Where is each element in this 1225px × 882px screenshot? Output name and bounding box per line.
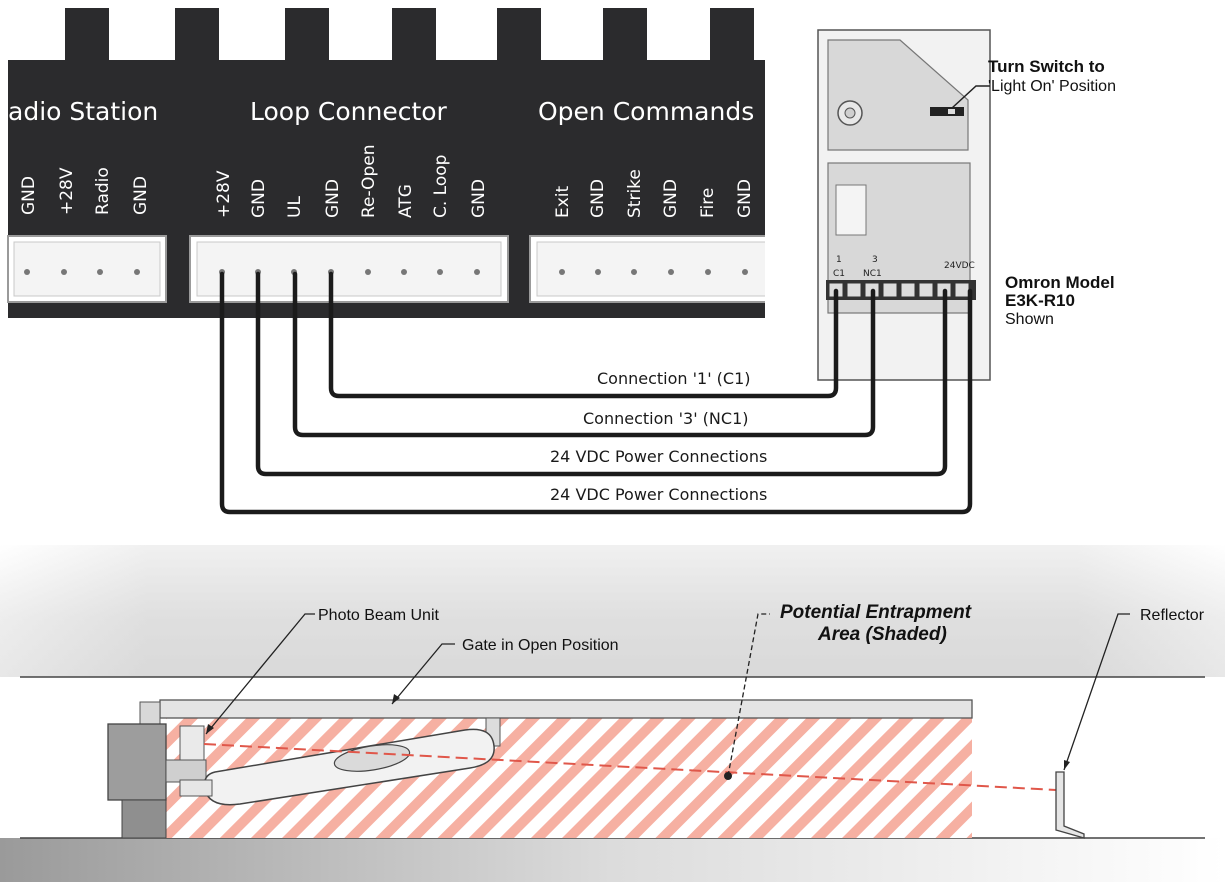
model-line1: Omron Model	[1005, 273, 1115, 292]
group-title-loop: Loop Connector	[250, 97, 448, 126]
pin-label: GND	[735, 179, 755, 218]
model-line3: Shown	[1005, 311, 1054, 328]
photo-beam	[203, 743, 1057, 791]
wire-power-1	[255, 271, 948, 477]
pin-label: GND	[588, 179, 608, 218]
terminal-label-c1: C1	[833, 269, 845, 279]
pin-label: GND	[131, 176, 151, 215]
wires	[219, 271, 973, 515]
connector-loop	[189, 235, 509, 303]
operator-box	[107, 723, 167, 801]
wire-label-power-1: 24 VDC Power Connections	[550, 447, 767, 466]
pin-label: GND	[469, 179, 489, 218]
photo-beam-unit	[179, 725, 205, 767]
switch-callout-line2: 'Light On' Position	[988, 78, 1116, 95]
entrapment-label-line1: Potential Entrapment	[780, 602, 972, 623]
pin-label: +28V	[214, 170, 234, 218]
gate-scene: Photo Beam Unit Gate in Open Position Po…	[0, 545, 1225, 882]
pin-label: Radio	[93, 167, 113, 215]
terminal-label-power: 24VDC	[944, 261, 975, 271]
terminal-label-nc1: NC1	[863, 269, 882, 279]
connector-radio	[7, 235, 167, 303]
model-line2: E3K-R10	[1005, 291, 1075, 310]
pin-labels-radio: GND +28V Radio GND	[19, 167, 151, 215]
pin-label: GND	[323, 179, 343, 218]
pin-labels-open: Exit GND Strike GND Fire GND	[553, 169, 755, 218]
light-switch-icon	[930, 107, 964, 116]
reflector	[1055, 771, 1085, 839]
pin-label: Strike	[625, 169, 645, 218]
wire-nc1	[292, 271, 876, 438]
group-title-radio: adio Station	[8, 97, 158, 126]
pin-labels-loop: +28V GND UL GND Re-Open ATG C. Loop GND	[214, 144, 489, 218]
pin-label: GND	[249, 179, 269, 218]
terminal-board: adio Station Loop Connector Open Command…	[7, 8, 805, 325]
pin-label: Fire	[698, 188, 718, 218]
board-teeth	[65, 8, 754, 68]
wire-label-c1: Connection '1' (C1)	[597, 369, 751, 388]
wire-label-power-2: 24 VDC Power Connections	[550, 485, 767, 504]
pin-label: C. Loop	[431, 155, 451, 218]
entrapment-label-line2: Area (Shaded)	[817, 624, 947, 645]
omron-sensor: C1 NC1 24VDC 1 3 Turn Switch to 'Light O…	[817, 29, 1116, 381]
sensor-terminal-strip	[826, 280, 976, 300]
pin-label: Exit	[553, 185, 573, 218]
pin-label: GND	[661, 179, 681, 218]
switch-callout-line1: Turn Switch to	[988, 57, 1105, 76]
terminal-num-3: 3	[872, 255, 878, 265]
connector-open	[529, 235, 776, 303]
group-title-open: Open Commands	[538, 97, 754, 126]
wire-power-2	[219, 271, 973, 515]
pin-label: Re-Open	[359, 144, 379, 218]
wire-label-nc1: Connection '3' (NC1)	[583, 409, 748, 428]
reflector-label: Reflector	[1140, 607, 1205, 624]
pin-label: UL	[285, 196, 305, 218]
pin-label: +28V	[57, 167, 77, 215]
gate-position-label: Gate in Open Position	[462, 637, 619, 654]
gate-bar	[159, 699, 973, 719]
photo-beam-label: Photo Beam Unit	[318, 607, 440, 624]
pin-label: ATG	[396, 184, 416, 218]
pin-label: GND	[19, 176, 39, 215]
terminal-num-1: 1	[836, 255, 842, 265]
wire-c1	[328, 271, 839, 399]
